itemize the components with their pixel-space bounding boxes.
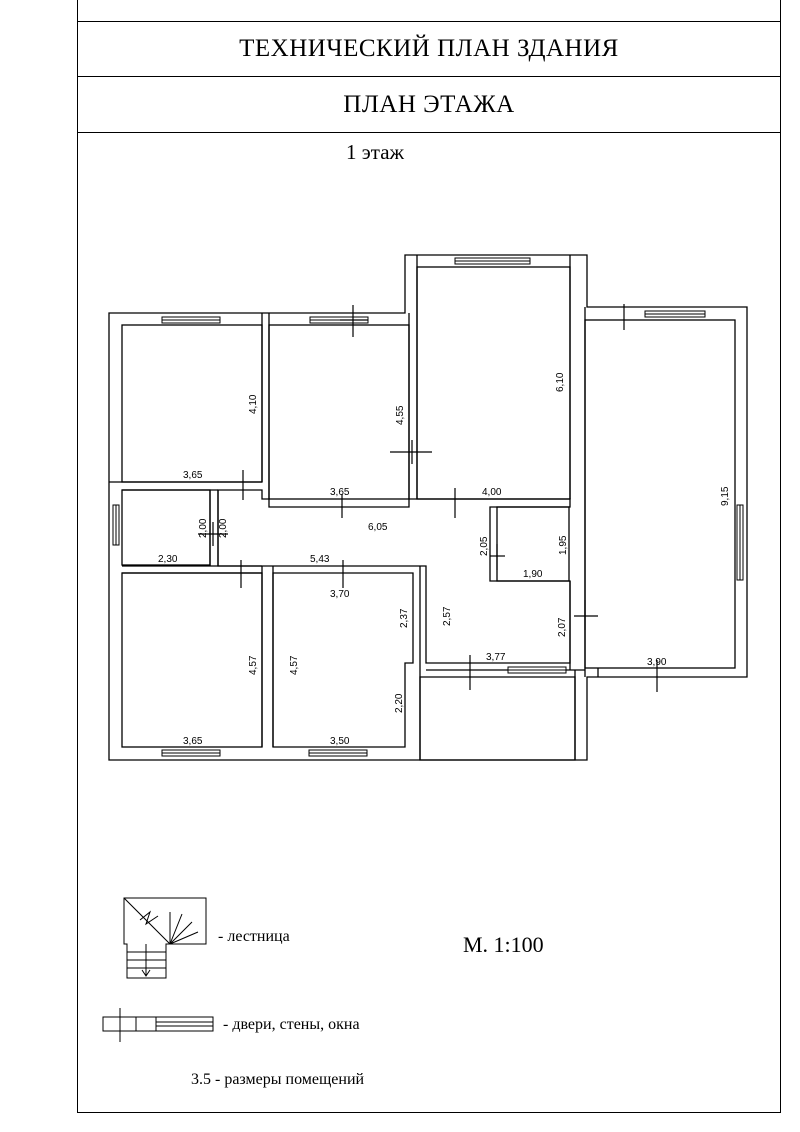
dim-r8-height2: 2,37 bbox=[399, 608, 410, 628]
floor-label: 1 этаж bbox=[346, 140, 405, 164]
dim-r5-height2: 2,00 bbox=[218, 518, 229, 538]
dim-corridor-width2: 5,43 bbox=[310, 554, 330, 565]
dim-corridor-width3: 3,77 bbox=[486, 652, 506, 663]
dim-r3-height: 6,10 bbox=[555, 372, 566, 392]
scale-label: М. 1:100 bbox=[463, 932, 544, 957]
room-r1 bbox=[121, 324, 263, 483]
room-r4 bbox=[584, 319, 736, 669]
room-r2 bbox=[268, 324, 410, 500]
dim-r6-height: 1,95 bbox=[558, 535, 569, 555]
dim-r8-width2: 3,70 bbox=[330, 589, 350, 600]
legend-doors-label: - двери, стены, окна bbox=[223, 1016, 360, 1033]
windows bbox=[112, 257, 744, 757]
stairs-icon bbox=[123, 897, 207, 979]
plan-subtitle: ПЛАН ЭТАЖА bbox=[77, 77, 781, 133]
dim-r8-height3: 2,20 bbox=[394, 693, 405, 713]
dim-r8-height: 4,57 bbox=[289, 655, 300, 675]
legend-stairs-label: - лестница bbox=[218, 928, 290, 945]
dim-r3-width: 4,00 bbox=[482, 487, 502, 498]
dim-r4-height: 9,15 bbox=[720, 486, 731, 506]
doors bbox=[198, 304, 658, 692]
porch bbox=[419, 676, 576, 761]
dim-r2-height: 4,55 bbox=[395, 405, 406, 425]
legend-sizes-label: 3.5 - размеры помещений bbox=[191, 1071, 365, 1088]
dim-r1-width: 3,65 bbox=[183, 470, 203, 481]
drawing-frame bbox=[77, 0, 781, 1113]
dim-r4-width: 3,90 bbox=[647, 657, 667, 668]
dim-corridor-width: 6,05 bbox=[368, 522, 388, 533]
dim-r7-width: 3,65 bbox=[183, 736, 203, 747]
corridor bbox=[217, 489, 571, 664]
dim-r5-width: 2,30 bbox=[158, 554, 178, 565]
document-title: ТЕХНИЧЕСКИЙ ПЛАН ЗДАНИЯ bbox=[77, 21, 781, 77]
dim-r7-height: 4,57 bbox=[248, 655, 259, 675]
dim-r1-height: 4,10 bbox=[248, 394, 259, 414]
dim-r5-height: 2,00 bbox=[198, 518, 209, 538]
dim-corridor-height3: 2,07 bbox=[557, 617, 568, 637]
dim-corridor-height: 2,05 bbox=[479, 536, 490, 556]
dim-r2-width: 3,65 bbox=[330, 487, 350, 498]
outer-wall bbox=[108, 254, 748, 761]
doors-walls-windows-icon bbox=[102, 1008, 214, 1042]
dim-r6-width: 1,90 bbox=[523, 569, 543, 580]
room-r3 bbox=[416, 266, 571, 500]
dim-r8-width: 3,50 bbox=[330, 736, 350, 747]
room-r7 bbox=[121, 572, 263, 748]
dim-corridor-height2: 2,57 bbox=[442, 606, 453, 626]
